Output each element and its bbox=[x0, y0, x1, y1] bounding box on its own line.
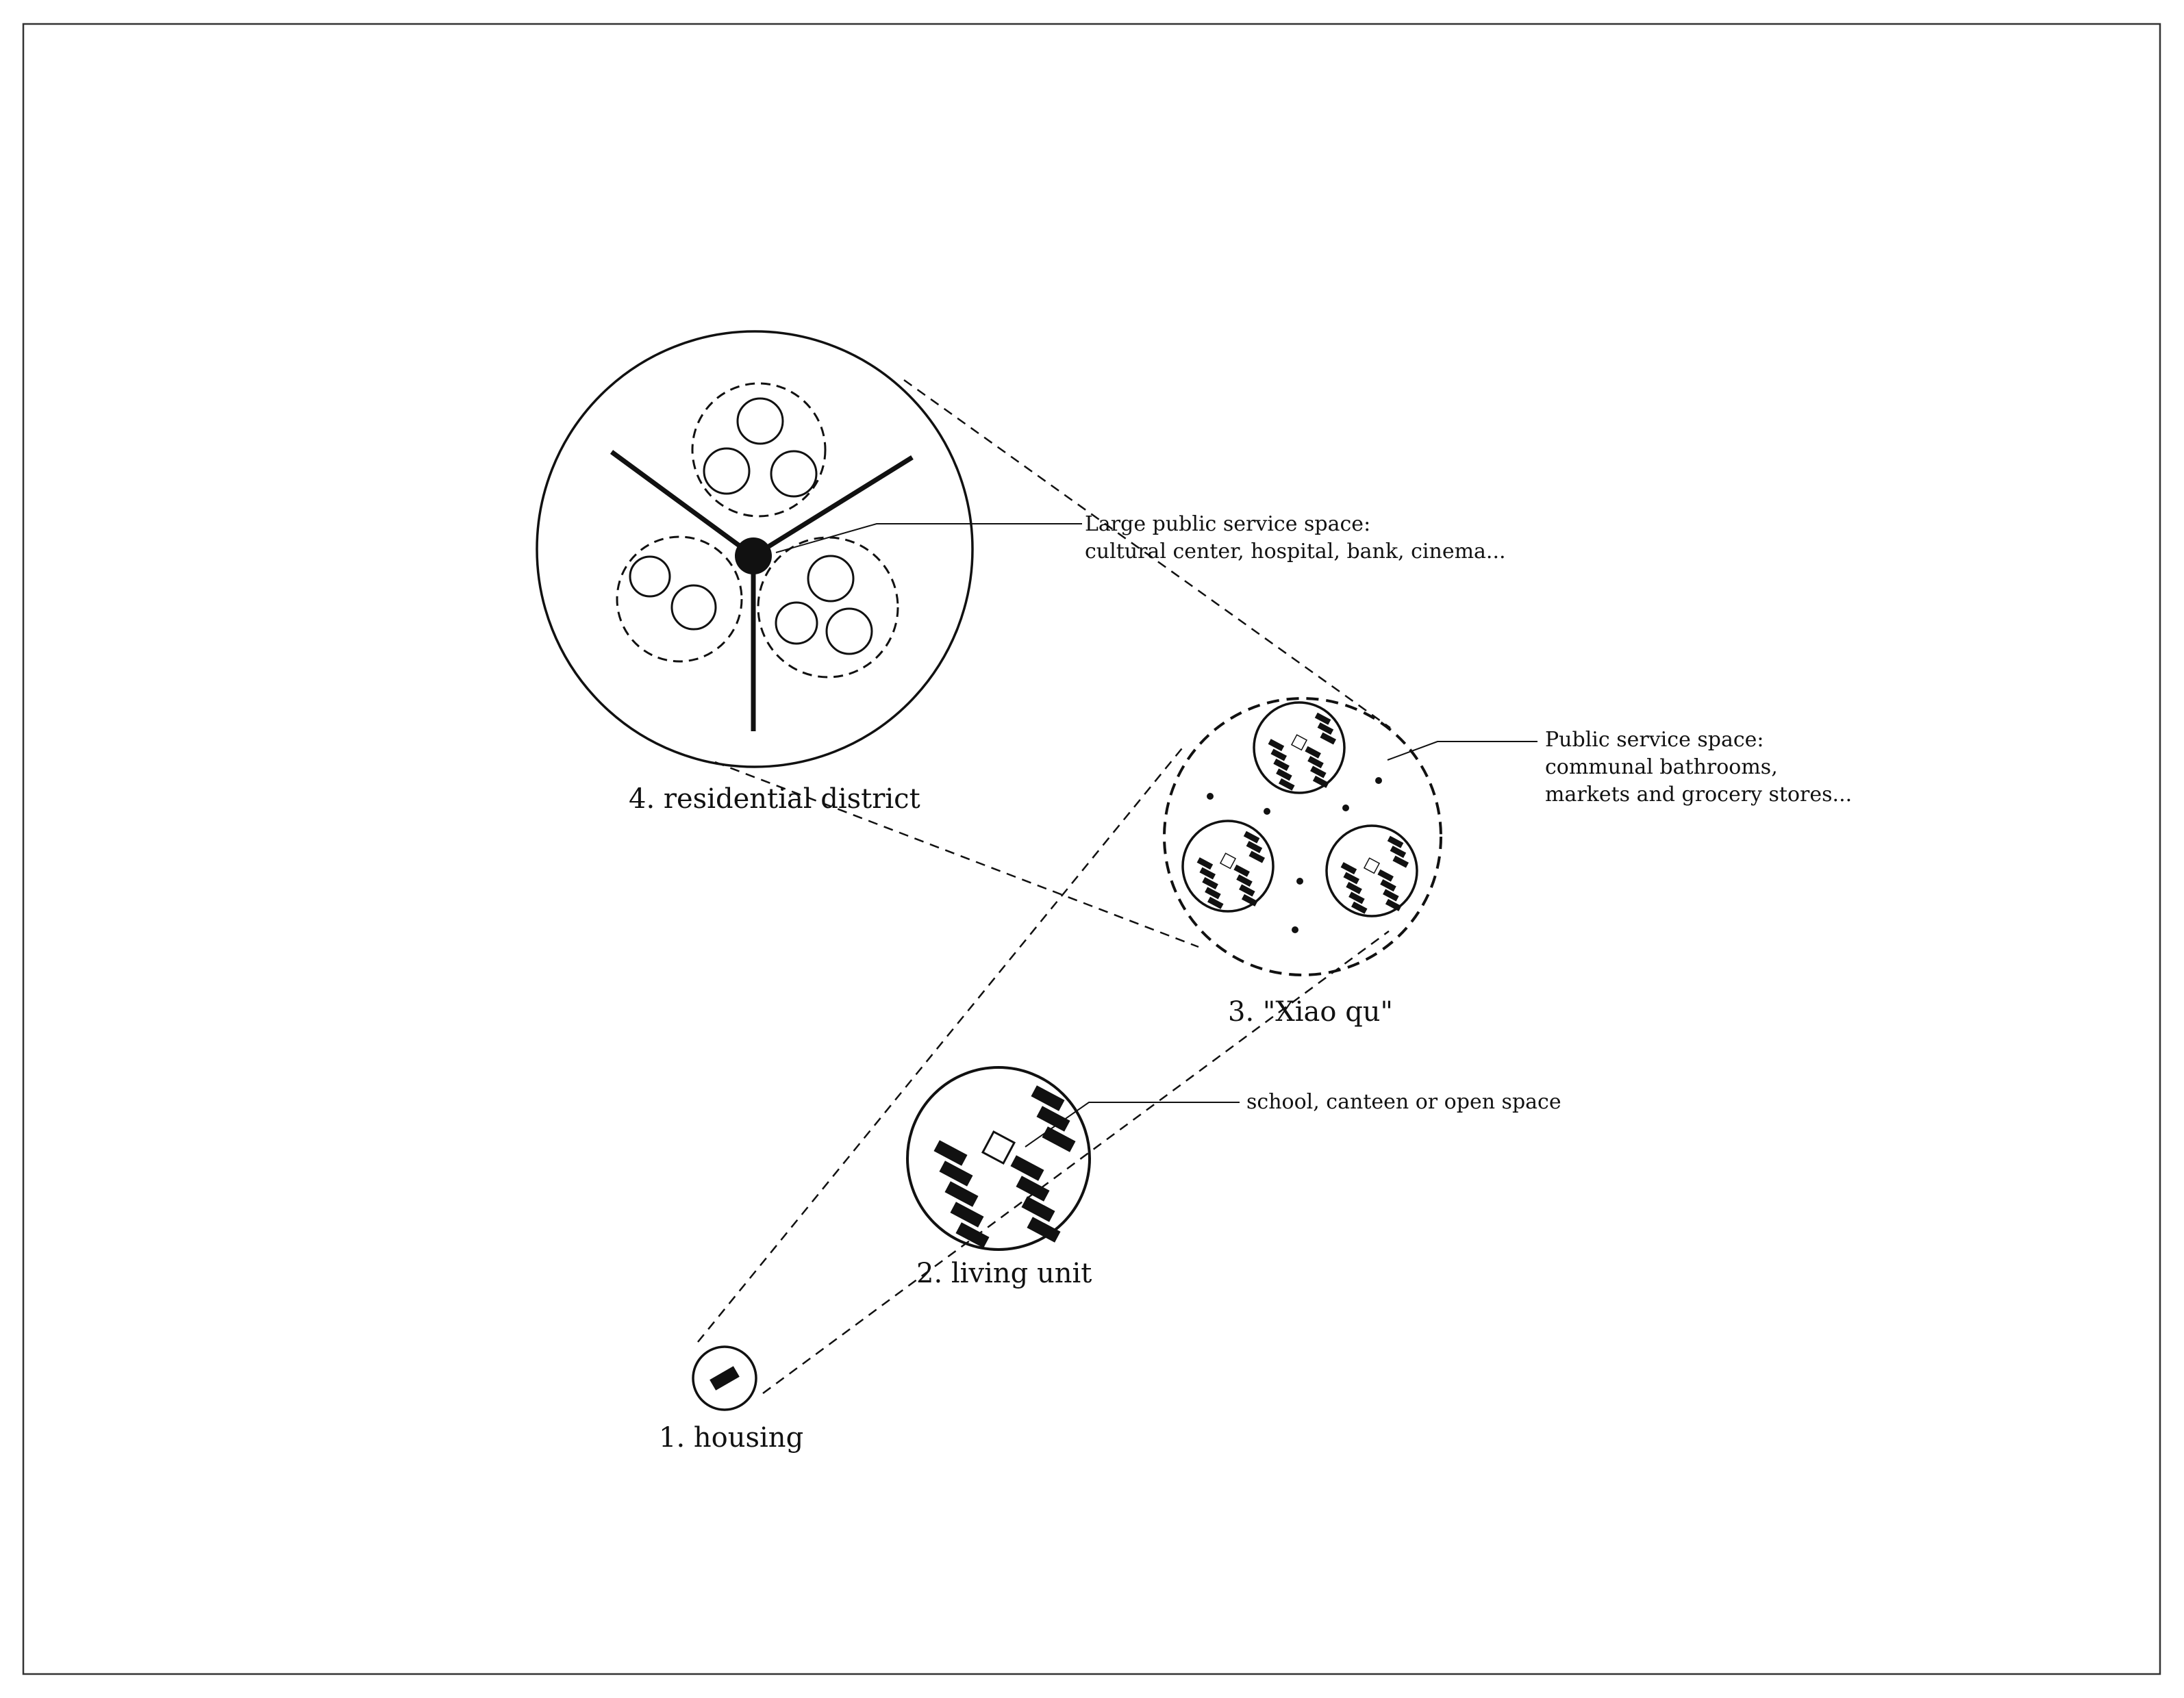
building-block bbox=[1016, 1176, 1050, 1202]
annotation-district-title: Large public service space: bbox=[1085, 512, 1370, 536]
building-block bbox=[1236, 874, 1253, 887]
living-unit-mini bbox=[1181, 820, 1275, 913]
building-block bbox=[1383, 889, 1399, 902]
building-block bbox=[1273, 758, 1290, 771]
housing bbox=[692, 1345, 757, 1411]
building-block bbox=[939, 1161, 973, 1187]
building-block bbox=[1036, 1106, 1070, 1132]
living-unit-boundary bbox=[906, 1066, 1091, 1251]
building-block bbox=[1243, 831, 1260, 844]
building-block bbox=[1241, 894, 1258, 907]
building-block bbox=[1027, 1217, 1061, 1243]
annotation-district-detail: cultural center, hospital, bank, cinema.… bbox=[1085, 540, 1506, 563]
building-block bbox=[1317, 722, 1334, 735]
building-block bbox=[1377, 869, 1394, 882]
living-unit-buildings bbox=[933, 1085, 1076, 1248]
xiao-qu-cluster bbox=[757, 536, 899, 679]
building-block bbox=[1348, 891, 1365, 904]
building-block bbox=[1233, 864, 1250, 877]
zoom-connectors bbox=[697, 379, 1391, 1395]
building-block bbox=[1031, 1085, 1065, 1111]
xiao-qu-cluster bbox=[616, 535, 743, 663]
building-block bbox=[1268, 739, 1285, 752]
building-block bbox=[1340, 862, 1357, 875]
building-block bbox=[1205, 887, 1221, 900]
living-unit-mini bbox=[1253, 701, 1346, 794]
living-unit-mini-boundary bbox=[1325, 824, 1418, 917]
building-block bbox=[1239, 884, 1255, 897]
label-residential-district: 4. residential district bbox=[629, 783, 920, 815]
shared-facility-square bbox=[1290, 734, 1308, 751]
living-unit-mini-boundary bbox=[1253, 701, 1346, 794]
building-block bbox=[1390, 846, 1407, 859]
building-block bbox=[1343, 872, 1360, 885]
building-block bbox=[1202, 876, 1218, 889]
annotation-xiao-qu-line3: markets and grocery stores... bbox=[1545, 783, 1852, 807]
district-roads bbox=[610, 450, 914, 731]
building-block bbox=[1392, 855, 1409, 868]
building-block bbox=[1042, 1126, 1076, 1152]
building-block bbox=[1310, 765, 1327, 778]
housing-building bbox=[710, 1366, 740, 1391]
building-block bbox=[1307, 756, 1324, 769]
building-block bbox=[1246, 841, 1263, 854]
residential-district bbox=[536, 330, 974, 768]
shared-facility-square bbox=[1363, 857, 1381, 874]
building-block bbox=[1021, 1196, 1055, 1222]
building-block bbox=[944, 1181, 979, 1207]
xiao-qu bbox=[1163, 697, 1442, 976]
building-block bbox=[933, 1140, 968, 1166]
xiao-qu-boundary bbox=[1163, 697, 1442, 976]
building-block bbox=[1387, 835, 1404, 848]
living-unit bbox=[906, 1066, 1091, 1251]
building-block bbox=[1320, 732, 1337, 745]
label-xiao-qu: 3. "Xiao qu" bbox=[1228, 996, 1393, 1028]
housing-boundary bbox=[692, 1345, 757, 1411]
building-block bbox=[1207, 896, 1224, 909]
building-block bbox=[955, 1222, 990, 1248]
annotation-xiao-qu-title: Public service space: bbox=[1545, 728, 1764, 752]
building-block bbox=[1385, 898, 1402, 911]
district-outer-circle bbox=[536, 330, 974, 768]
building-block bbox=[1351, 901, 1368, 914]
building-block bbox=[1248, 850, 1266, 863]
district-center-node bbox=[735, 537, 772, 574]
label-housing: 1. housing bbox=[659, 1422, 803, 1454]
building-block bbox=[1196, 857, 1214, 870]
building-block bbox=[1346, 881, 1362, 894]
building-block bbox=[1010, 1155, 1044, 1181]
building-block bbox=[1312, 775, 1329, 788]
annotation-xiao-qu-line2: communal bathrooms, bbox=[1545, 755, 1778, 779]
shared-facility-square bbox=[1219, 852, 1237, 870]
shared-facility-square bbox=[981, 1130, 1016, 1165]
public-service-dots bbox=[1207, 777, 1382, 933]
annotation-living-unit: school, canteen or open space bbox=[1246, 1090, 1561, 1114]
building-block bbox=[1314, 712, 1331, 725]
leader-lines bbox=[775, 523, 1537, 1148]
page-frame bbox=[22, 23, 2161, 1675]
building-block bbox=[1199, 867, 1216, 880]
building-block bbox=[1278, 778, 1295, 791]
living-unit-mini bbox=[1325, 824, 1418, 917]
building-block bbox=[1305, 746, 1321, 759]
label-living-unit: 2. living unit bbox=[916, 1258, 1092, 1289]
building-block bbox=[1380, 879, 1396, 892]
building-block bbox=[1270, 748, 1288, 761]
building-block bbox=[950, 1202, 984, 1228]
living-unit-mini-boundary bbox=[1181, 820, 1275, 913]
building-block bbox=[1276, 768, 1292, 781]
xiao-qu-cluster bbox=[691, 382, 827, 518]
